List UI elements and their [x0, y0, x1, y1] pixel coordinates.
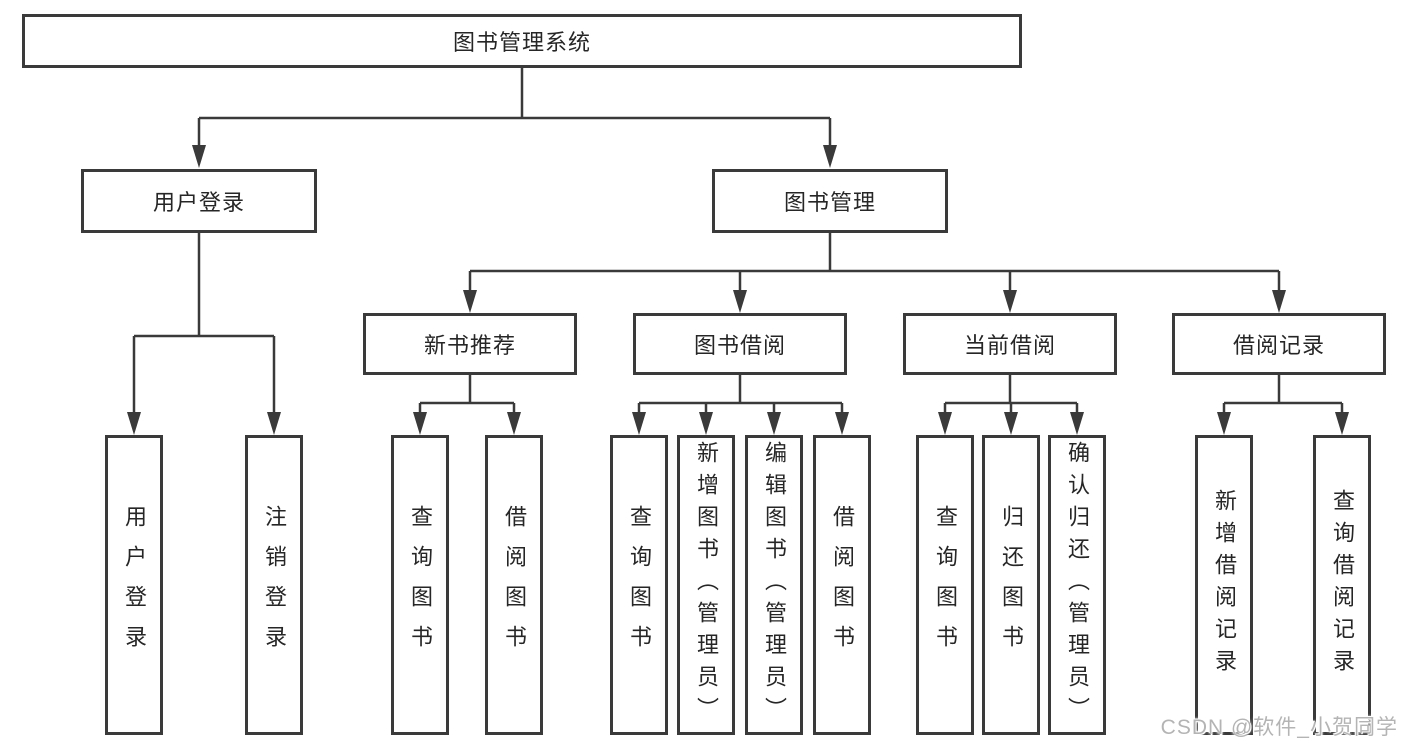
leaf-borrow-books-recommend-label: 借阅图书	[502, 505, 527, 665]
node-current-borrow: 当前借阅	[903, 313, 1117, 375]
leaf-return-book-label: 归还图书	[999, 505, 1024, 665]
leaf-query-books-recommend: 查询图书	[391, 435, 449, 735]
leaf-add-book-admin-label: 新增图书（管理员）	[694, 441, 719, 729]
node-new-book-recommend-label: 新书推荐	[423, 333, 516, 358]
node-root: 图书管理系统	[22, 14, 1022, 68]
leaf-user-login: 用户登录	[105, 435, 163, 735]
node-book-management: 图书管理	[712, 169, 948, 233]
leaf-user-login-label: 用户登录	[122, 505, 147, 665]
leaf-borrow-books: 借阅图书	[813, 435, 871, 735]
node-user-login: 用户登录	[81, 169, 317, 233]
node-user-login-label: 用户登录	[152, 190, 245, 215]
leaf-add-book-admin: 新增图书（管理员）	[677, 435, 735, 735]
leaf-query-books-current: 查询图书	[916, 435, 974, 735]
leaf-query-books-current-label: 查询图书	[933, 505, 958, 665]
leaf-query-borrow-record-label: 查询借阅记录	[1330, 489, 1355, 681]
leaf-logout: 注销登录	[245, 435, 303, 735]
leaf-edit-book-admin: 编辑图书（管理员）	[745, 435, 803, 735]
leaf-query-books-recommend-label: 查询图书	[408, 505, 433, 665]
node-book-borrow-label: 图书借阅	[693, 333, 786, 358]
leaf-confirm-return-admin: 确认归还（管理员）	[1048, 435, 1106, 735]
node-root-label: 图书管理系统	[452, 30, 591, 55]
csdn-watermark: CSDN @软件_小贺同学	[1160, 716, 1398, 739]
node-current-borrow-label: 当前借阅	[963, 333, 1056, 358]
leaf-borrow-books-label: 借阅图书	[830, 505, 855, 665]
leaf-confirm-return-admin-label: 确认归还（管理员）	[1065, 441, 1090, 729]
arrowheads	[127, 145, 1349, 435]
leaf-query-books-borrow-label: 查询图书	[627, 505, 652, 665]
node-borrow-records-label: 借阅记录	[1232, 333, 1325, 358]
node-borrow-records: 借阅记录	[1172, 313, 1386, 375]
leaf-add-borrow-record-label: 新增借阅记录	[1212, 489, 1237, 681]
leaf-query-borrow-record: 查询借阅记录	[1313, 435, 1371, 735]
leaf-return-book: 归还图书	[982, 435, 1040, 735]
leaf-add-borrow-record: 新增借阅记录	[1195, 435, 1253, 735]
leaf-query-books-borrow: 查询图书	[610, 435, 668, 735]
node-book-borrow: 图书借阅	[633, 313, 847, 375]
node-book-management-label: 图书管理	[783, 190, 876, 215]
leaf-borrow-books-recommend: 借阅图书	[485, 435, 543, 735]
leaf-edit-book-admin-label: 编辑图书（管理员）	[762, 441, 787, 729]
node-new-book-recommend: 新书推荐	[363, 313, 577, 375]
leaf-logout-label: 注销登录	[262, 505, 287, 665]
